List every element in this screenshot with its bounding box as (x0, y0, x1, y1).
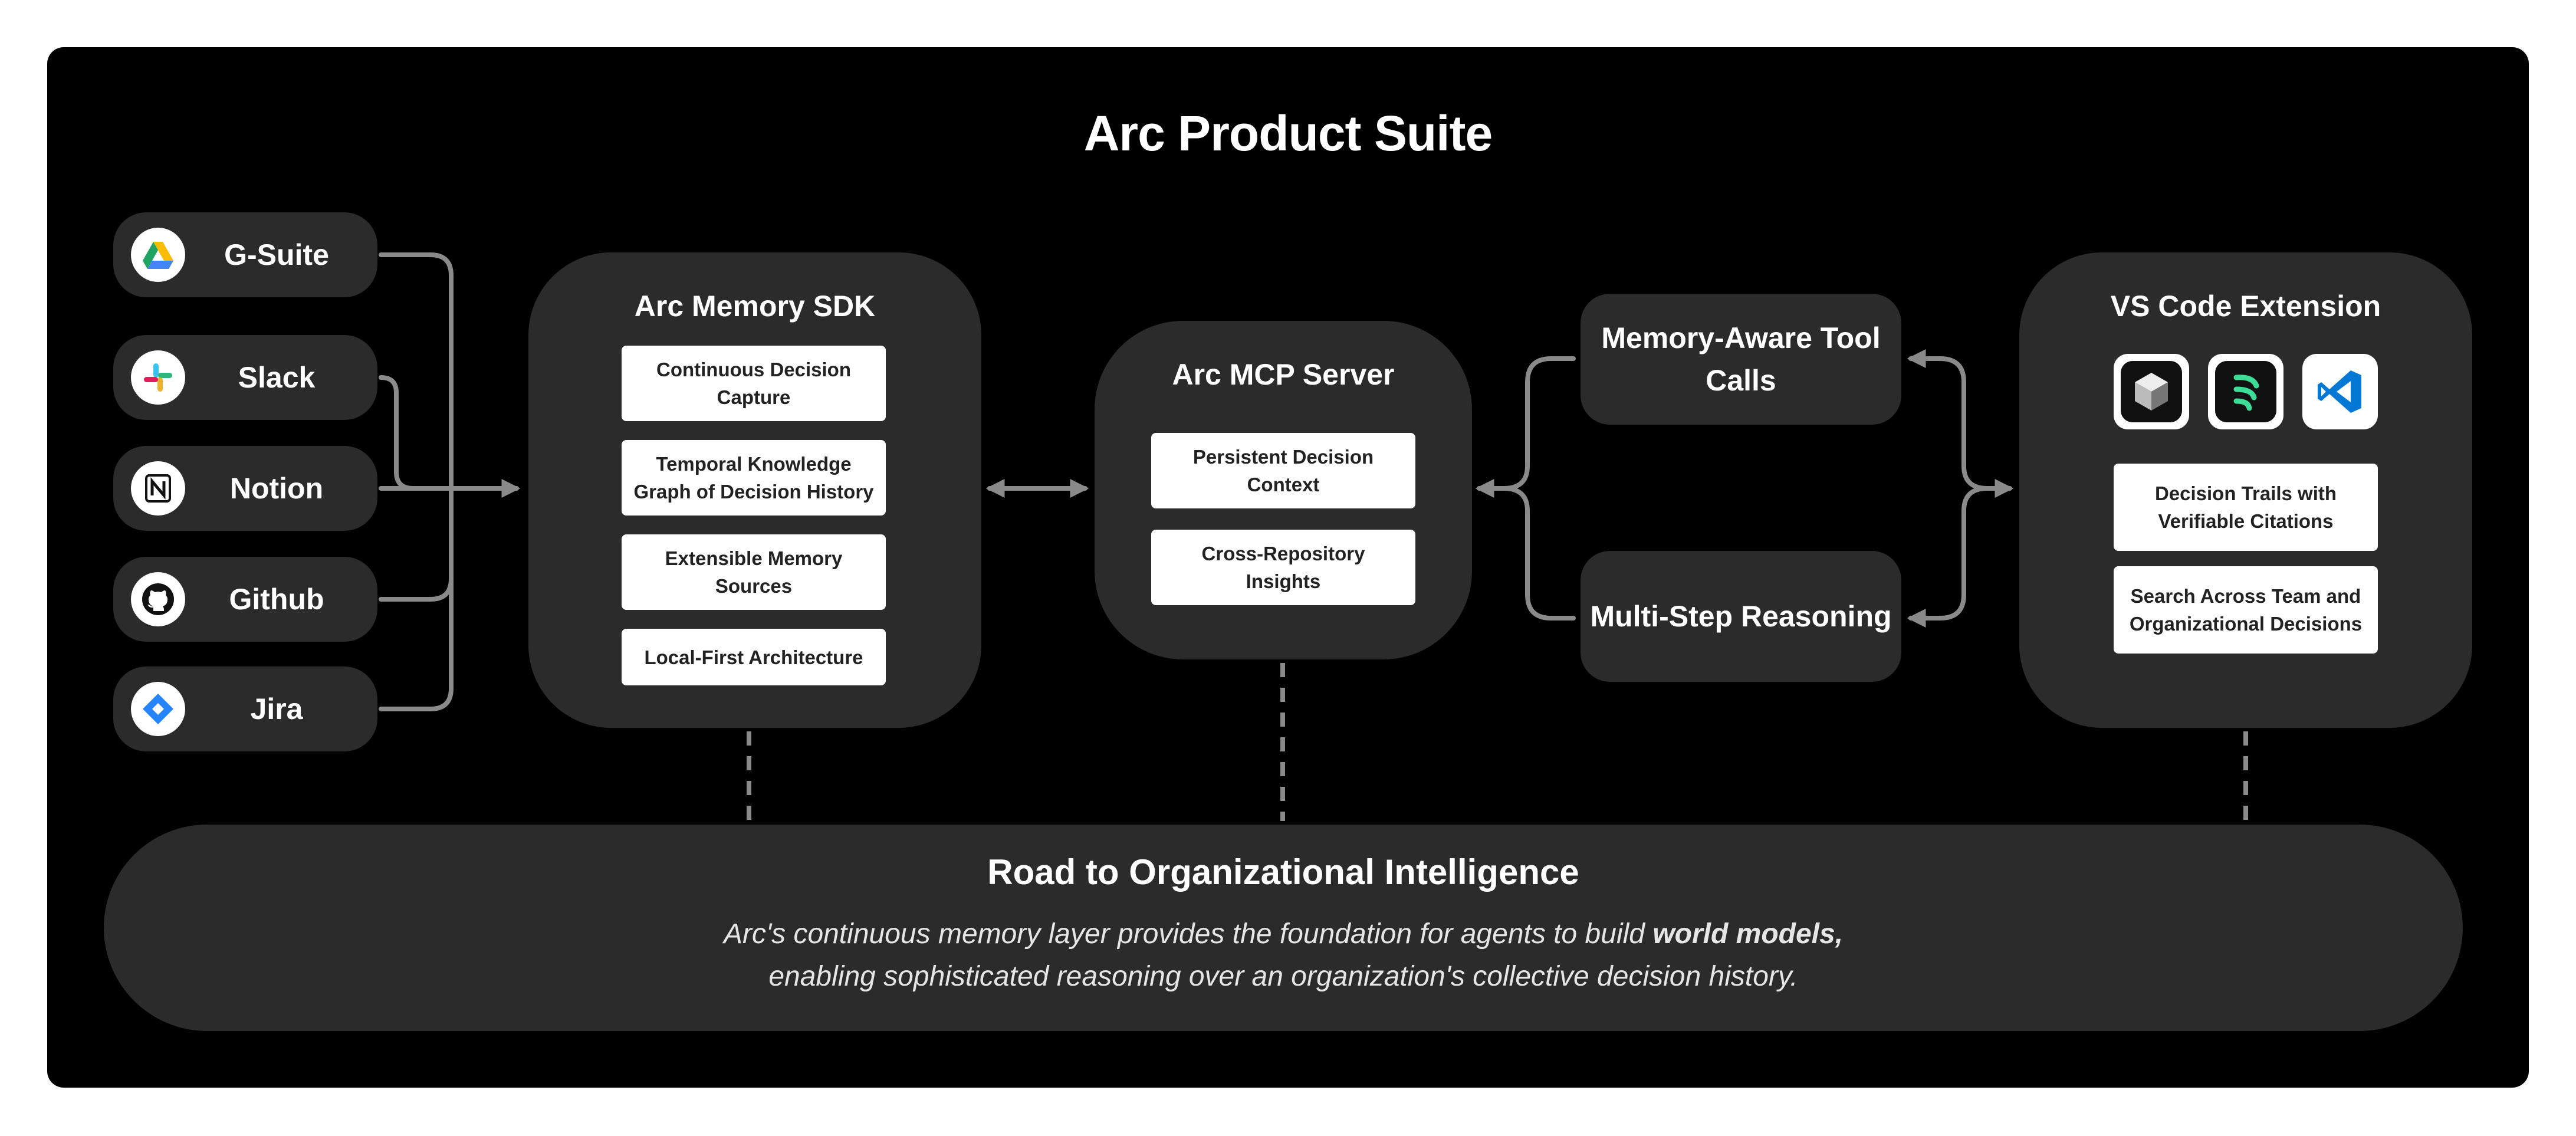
vscode-feature-card: Decision Trails with Verifiable Citation… (2114, 464, 2378, 551)
source-label: Notion (229, 472, 324, 505)
connector-mcp-tools (1501, 356, 1576, 491)
vscode-extension-panel: VS Code Extension Decision Trails with V… (2019, 252, 2472, 728)
road-title: Road to Organizational Intelligence (987, 852, 1579, 892)
mcp-title: Arc MCP Server (1172, 358, 1395, 391)
vscode-title: VS Code Extension (2110, 290, 2381, 323)
road-text-bold: world models, (1652, 918, 1844, 950)
cube-app-icon (2114, 354, 2189, 429)
connector-github (379, 486, 454, 602)
vscode-icon (2302, 354, 2378, 429)
arc-mcp-server-panel: Arc MCP Server Persistent Decision Conte… (1095, 321, 1472, 659)
mcp-feature-card: Persistent Decision Context (1151, 433, 1415, 508)
connector-reasoning-ext (1910, 486, 1990, 620)
arc-logo-icon (2208, 354, 2283, 429)
source-notion: Notion (113, 446, 377, 531)
vscode-feature-card: Search Across Team and Organizational De… (2114, 566, 2378, 654)
source-gsuite: G-Suite (113, 212, 377, 297)
connector-jira (379, 486, 454, 711)
road-panel: Road to Organizational Intelligence Arc'… (104, 825, 2463, 1031)
road-description: Arc's continuous memory layer provides t… (104, 913, 2463, 998)
sdk-title: Arc Memory SDK (634, 290, 876, 323)
page-title: Arc Product Suite (1083, 106, 1493, 161)
sdk-feature-card: Local-First Architecture (622, 629, 886, 685)
slack-icon (131, 350, 185, 405)
sdk-feature-card: Extensible Memory Sources (622, 534, 886, 610)
notion-icon (131, 461, 185, 516)
connector-tools-ext (1910, 356, 1990, 491)
google-drive-icon (131, 228, 185, 282)
github-icon (131, 572, 185, 626)
mcp-feature-card: Cross-Repository Insights (1151, 530, 1415, 605)
source-label: Github (229, 583, 324, 616)
sdk-feature-card: Continuous Decision Capture (622, 346, 886, 421)
source-github: Github (113, 557, 377, 642)
source-label: Jira (250, 692, 303, 725)
source-slack: Slack (113, 335, 377, 420)
multi-step-reasoning: Multi-Step Reasoning (1581, 551, 1901, 682)
road-text-part2: enabling sophisticated reasoning over an… (768, 961, 1798, 992)
road-text-part1: Arc's continuous memory layer provides t… (723, 918, 1653, 950)
source-label: Slack (238, 361, 316, 394)
source-label: G-Suite (224, 238, 329, 271)
connector-mcp-reasoning (1501, 486, 1576, 620)
jira-icon (131, 682, 185, 736)
connector-slack (379, 375, 454, 491)
connector-gsuite (379, 252, 454, 491)
sdk-feature-card: Temporal Knowledge Graph of Decision His… (622, 440, 886, 516)
source-jira: Jira (113, 667, 377, 751)
arc-memory-sdk-panel: Arc Memory SDK Continuous Decision Captu… (528, 252, 981, 728)
memory-aware-tool-calls: Memory-Aware Tool Calls (1581, 294, 1901, 425)
